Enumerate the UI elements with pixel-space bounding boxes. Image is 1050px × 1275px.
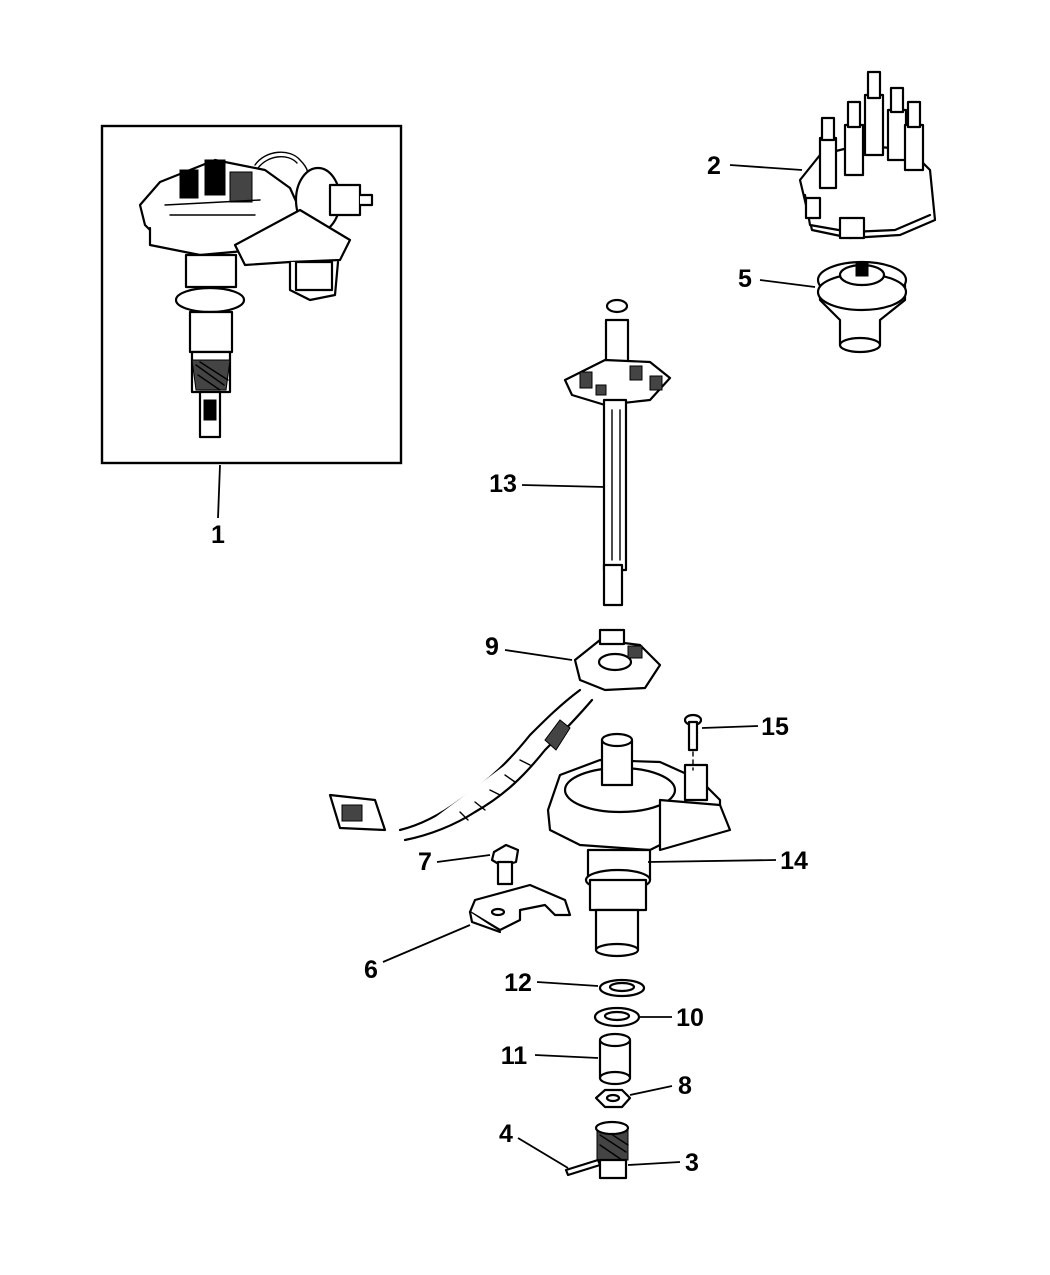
leader-1 (217, 464, 221, 519)
leader-15 (701, 725, 759, 729)
leader-2 (729, 164, 803, 171)
roll-pin-illustration (564, 1158, 602, 1177)
washer-illustration (593, 1006, 641, 1028)
hold-down-clamp-illustration (468, 883, 572, 934)
callout-labels: 1 2 3 4 5 6 7 8 9 10 11 12 13 14 15 (211, 152, 808, 1177)
callout-12: 12 (504, 969, 532, 997)
sleeve-illustration (598, 1032, 632, 1086)
callout-15: 15 (761, 713, 789, 741)
callout-1: 1 (211, 521, 225, 549)
leader-9 (504, 649, 573, 661)
rotor-illustration (816, 260, 908, 354)
nut-illustration (594, 1088, 632, 1109)
leader-8 (629, 1085, 673, 1096)
leader-3 (627, 1161, 681, 1166)
callout-5: 5 (738, 265, 752, 293)
callout-8: 8 (678, 1072, 692, 1100)
screw-illustration (683, 713, 703, 771)
callout-9: 9 (485, 633, 499, 661)
leader-12 (536, 981, 599, 987)
callout-13: 13 (489, 470, 517, 498)
leader-lines (217, 164, 816, 1169)
callout-11: 11 (501, 1042, 528, 1070)
leader-11 (534, 1054, 599, 1059)
distributor-shaft-illustration (563, 298, 672, 607)
callout-4: 4 (499, 1120, 513, 1148)
callout-2: 2 (707, 152, 721, 180)
callout-14: 14 (780, 847, 808, 875)
drive-gear-illustration (594, 1120, 630, 1180)
callout-3: 3 (685, 1149, 699, 1177)
distributor-cap-illustration (798, 70, 937, 240)
pickup-harness-illustration (328, 628, 662, 842)
leader-4 (517, 1137, 569, 1169)
leader-6 (382, 924, 471, 963)
callout-6: 6 (364, 956, 378, 984)
callout-7: 7 (418, 848, 432, 876)
leader-7 (436, 854, 491, 863)
distributor-assembly-illustration (100, 124, 403, 465)
callout-10: 10 (676, 1004, 704, 1032)
hold-down-bolt-illustration (490, 843, 520, 886)
leader-13 (521, 484, 606, 488)
leader-14 (647, 859, 777, 863)
wave-washer-illustration (598, 978, 646, 998)
distributor-housing-illustration (546, 732, 732, 958)
leader-5 (759, 279, 816, 288)
